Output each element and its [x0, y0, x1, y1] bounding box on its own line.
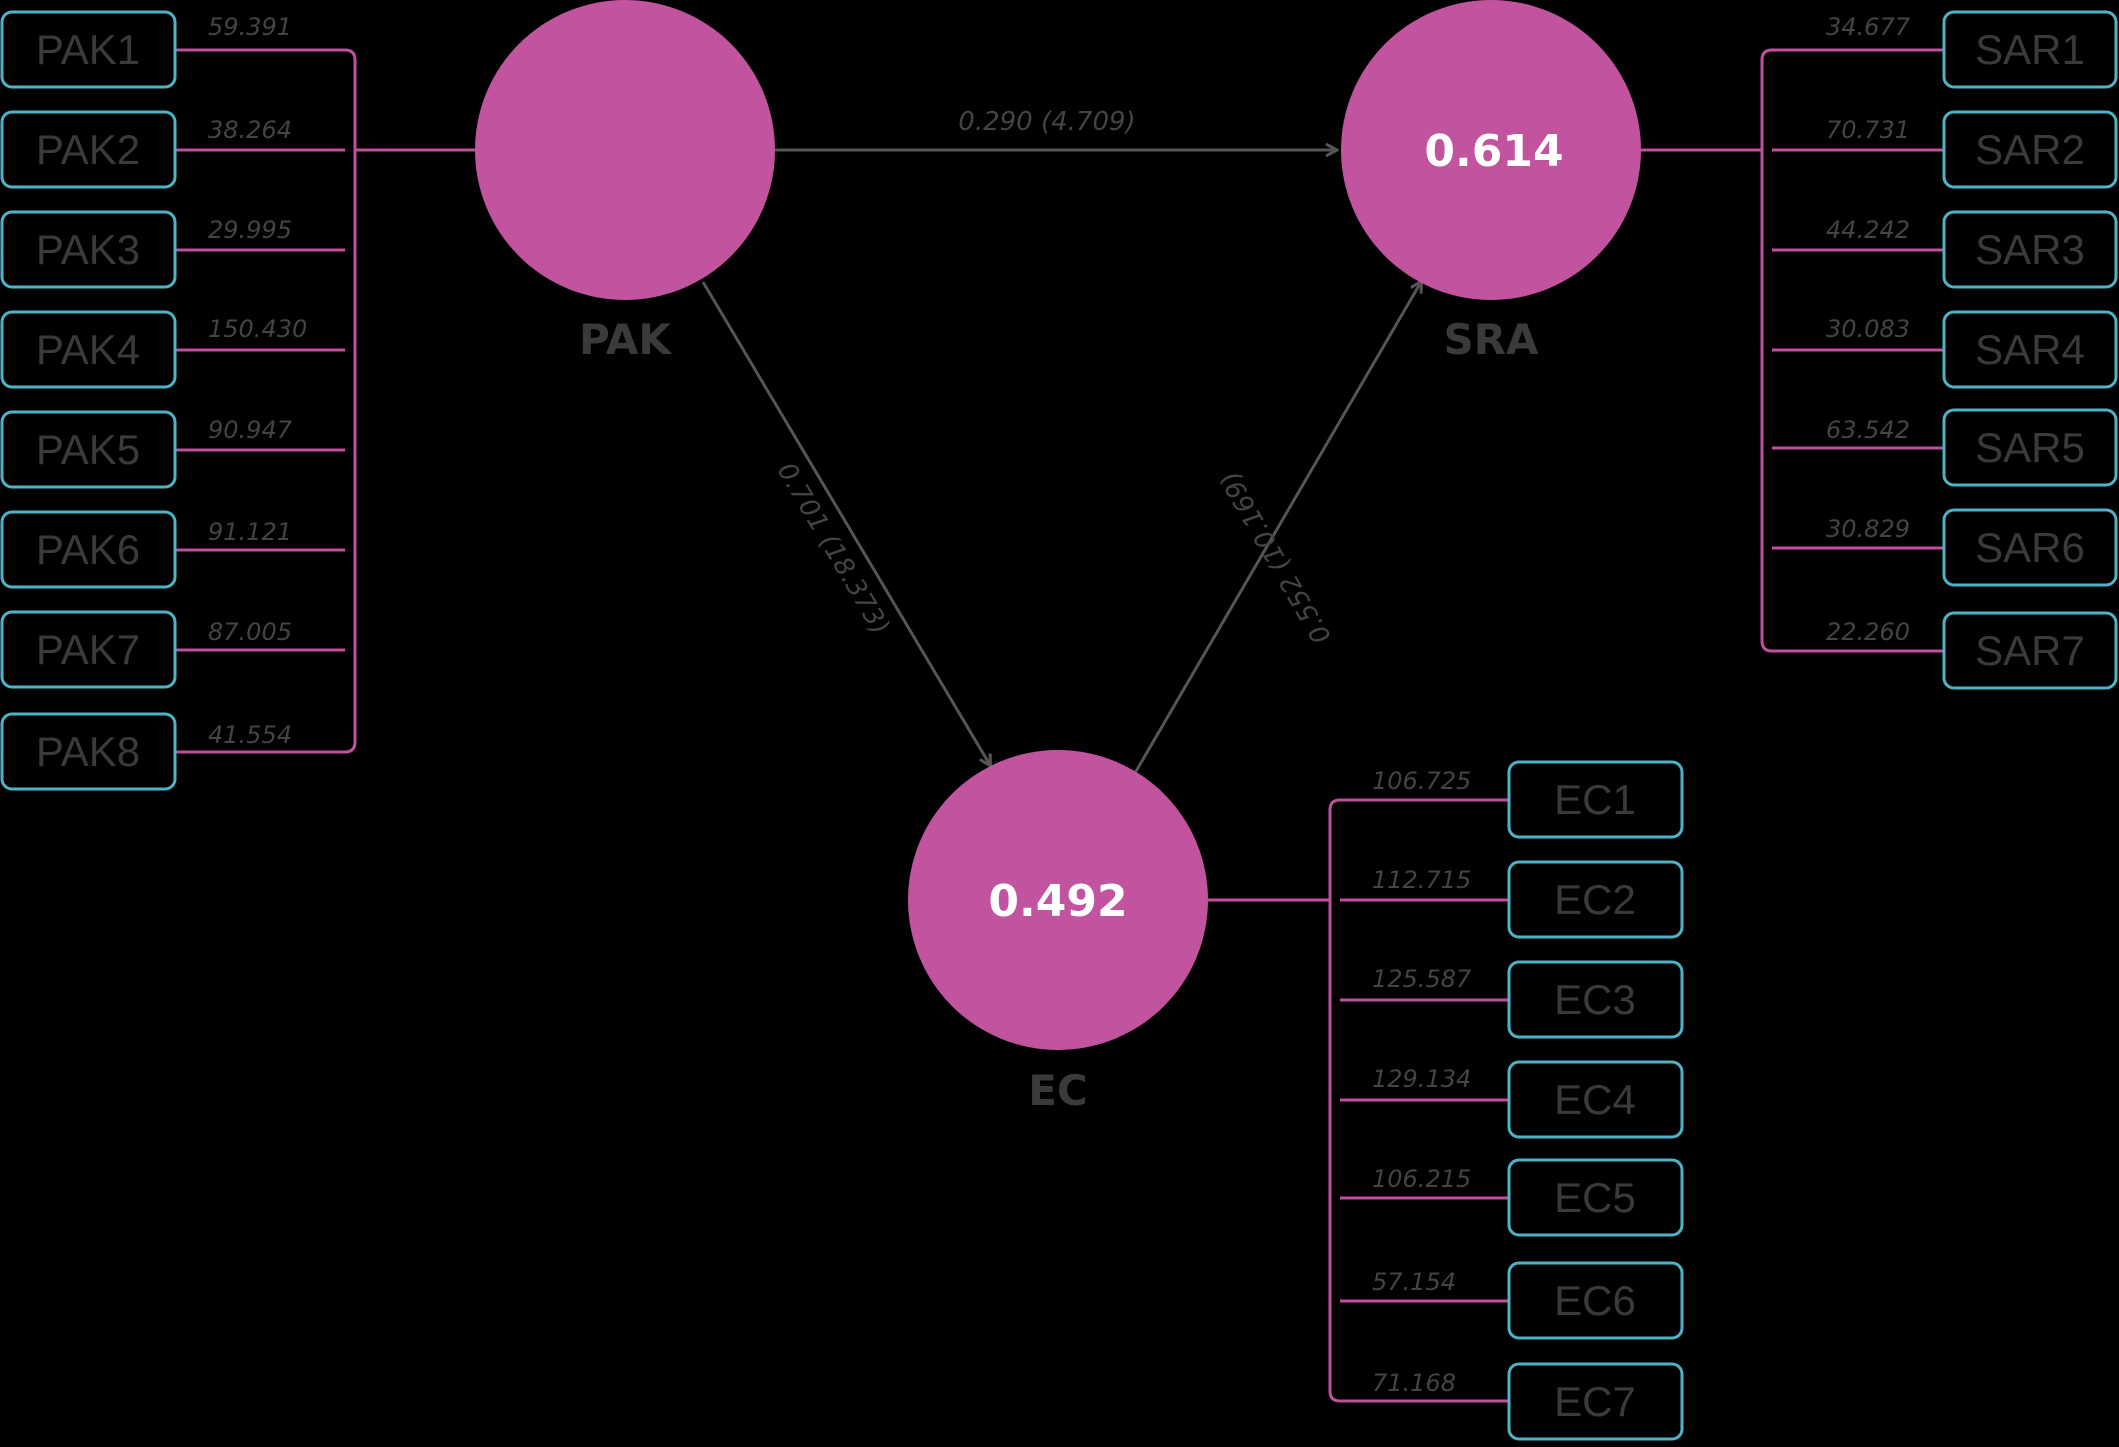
- path-coef-pak-ec: 0.701 (18.373): [771, 458, 895, 640]
- indicator-pak6-label: PAK6: [36, 526, 140, 573]
- indicator-sar4-label: SAR4: [1975, 326, 2085, 373]
- sar3-loading-value: 44.242: [1826, 216, 1910, 244]
- indicator-ec2-box: [1507, 860, 1684, 939]
- path-arrow-pak-ec: [701, 281, 990, 765]
- pak6-loading-value: 91.121: [208, 518, 292, 546]
- construct-pak-label: PAK: [579, 315, 672, 364]
- path-coef-ec-sra: 0.552 (10.169): [1215, 466, 1338, 649]
- ec-loading-bracket: [1328, 798, 1341, 1403]
- indicator-sar6-box: [1942, 508, 2118, 587]
- construct-sra-label: SRA: [1443, 315, 1539, 364]
- indicator-pak4-box: [0, 310, 177, 389]
- pak2-loading-value: 38.264: [208, 116, 292, 144]
- indicator-ec6-box: [1507, 1261, 1684, 1340]
- indicator-sar1-box: [1942, 10, 2118, 89]
- indicator-pak1-box: [0, 10, 177, 89]
- indicator-ec1-box: [1507, 760, 1684, 839]
- indicator-pak4-label: PAK4: [36, 326, 140, 373]
- pak-loading-bracket: [344, 48, 357, 754]
- indicator-sar3-box: [1942, 210, 2118, 289]
- indicator-ec7-box: [1507, 1362, 1684, 1441]
- structural-paths: 0.290 (4.709) 0.701 (18.373) 0.552 (10.1…: [701, 107, 1421, 774]
- indicator-pak8-label: PAK8: [36, 728, 140, 775]
- ec4-loading-value: 129.134: [1372, 1065, 1471, 1093]
- indicator-sar5-label: SAR5: [1975, 424, 2085, 471]
- pak1-loading-value: 59.391: [208, 13, 292, 41]
- construct-ec-r2: 0.492: [988, 876, 1127, 927]
- indicator-pak7-label: PAK7: [36, 626, 140, 673]
- ec-indicator-group: EC1 EC2 EC3 EC4 EC5 EC6 EC7 106.725 112.…: [1208, 760, 1684, 1441]
- ec3-loading-value: 125.587: [1372, 965, 1472, 993]
- sar7-loading-value: 22.260: [1826, 618, 1910, 646]
- sra-indicator-group: SAR1 SAR2 SAR3 SAR4 SAR5 SAR6 SAR7 34.67…: [1641, 10, 2118, 690]
- ec6-loading-value: 57.154: [1372, 1268, 1456, 1296]
- pak3-loading-value: 29.995: [208, 216, 292, 244]
- pak5-loading-value: 90.947: [208, 416, 293, 444]
- sar5-loading-value: 63.542: [1826, 416, 1910, 444]
- indicator-pak5-label: PAK5: [36, 426, 140, 473]
- indicator-pak2-label: PAK2: [36, 126, 140, 173]
- indicator-pak7-box: [0, 610, 177, 689]
- construct-ec: 0.492 EC: [908, 750, 1208, 1115]
- indicator-sar7-box: [1942, 611, 2118, 690]
- path-arrow-ec-sra: [1133, 282, 1421, 774]
- pak8-loading-value: 41.554: [208, 721, 292, 749]
- ec5-loading-value: 106.215: [1372, 1165, 1471, 1193]
- construct-ec-label: EC: [1028, 1066, 1088, 1115]
- indicator-ec3-box: [1507, 960, 1684, 1039]
- indicator-ec6-label: EC6: [1554, 1277, 1636, 1324]
- indicator-sar2-label: SAR2: [1975, 126, 2085, 173]
- indicator-ec3-label: EC3: [1554, 976, 1636, 1023]
- pak-indicator-group: PAK1 PAK2 PAK3 PAK4 PAK5 PAK6 PAK7 PAK8 …: [0, 10, 476, 791]
- indicator-ec4-label: EC4: [1554, 1076, 1636, 1123]
- construct-ec-circle: [908, 750, 1208, 1050]
- sar6-loading-value: 30.829: [1826, 515, 1910, 543]
- indicator-sar2-box: [1942, 110, 2118, 189]
- construct-sra-circle: [1341, 0, 1641, 300]
- construct-pak: PAK: [475, 0, 775, 364]
- indicator-ec4-box: [1507, 1060, 1684, 1139]
- sar4-loading-value: 30.083: [1826, 315, 1910, 343]
- indicator-ec5-box: [1507, 1158, 1684, 1237]
- construct-pak-circle: [475, 0, 775, 300]
- indicator-pak6-box: [0, 510, 177, 589]
- indicator-ec1-label: EC1: [1554, 776, 1636, 823]
- indicator-sar6-label: SAR6: [1975, 524, 2085, 571]
- indicator-ec5-label: EC5: [1554, 1174, 1636, 1221]
- indicator-ec2-label: EC2: [1554, 876, 1636, 923]
- indicator-pak3-box: [0, 210, 177, 289]
- indicator-pak5-box: [0, 410, 177, 489]
- construct-sra: 0.614 SRA: [1341, 0, 1641, 364]
- sra-loading-bracket: [1760, 48, 1773, 653]
- indicator-pak3-label: PAK3: [36, 226, 140, 273]
- ec7-loading-value: 71.168: [1372, 1369, 1456, 1397]
- path-coef-pak-sra: 0.290 (4.709): [958, 107, 1135, 137]
- pak4-loading-value: 150.430: [208, 315, 307, 343]
- pak7-loading-value: 87.005: [208, 618, 292, 646]
- indicator-sar5-box: [1942, 408, 2118, 487]
- indicator-pak2-box: [0, 110, 177, 189]
- ec1-loading-value: 106.725: [1372, 767, 1471, 795]
- indicator-sar7-label: SAR7: [1975, 627, 2085, 674]
- ec2-loading-value: 112.715: [1372, 866, 1471, 894]
- indicator-pak1-label: PAK1: [36, 26, 140, 73]
- indicator-ec7-label: EC7: [1554, 1378, 1636, 1425]
- indicator-pak8-box: [0, 712, 177, 791]
- construct-sra-r2: 0.614: [1424, 126, 1563, 177]
- indicator-sar4-box: [1942, 310, 2118, 389]
- indicator-sar3-label: SAR3: [1975, 226, 2085, 273]
- sar1-loading-value: 34.677: [1826, 13, 1911, 41]
- indicator-sar1-label: SAR1: [1975, 26, 2085, 73]
- sar2-loading-value: 70.731: [1826, 116, 1910, 144]
